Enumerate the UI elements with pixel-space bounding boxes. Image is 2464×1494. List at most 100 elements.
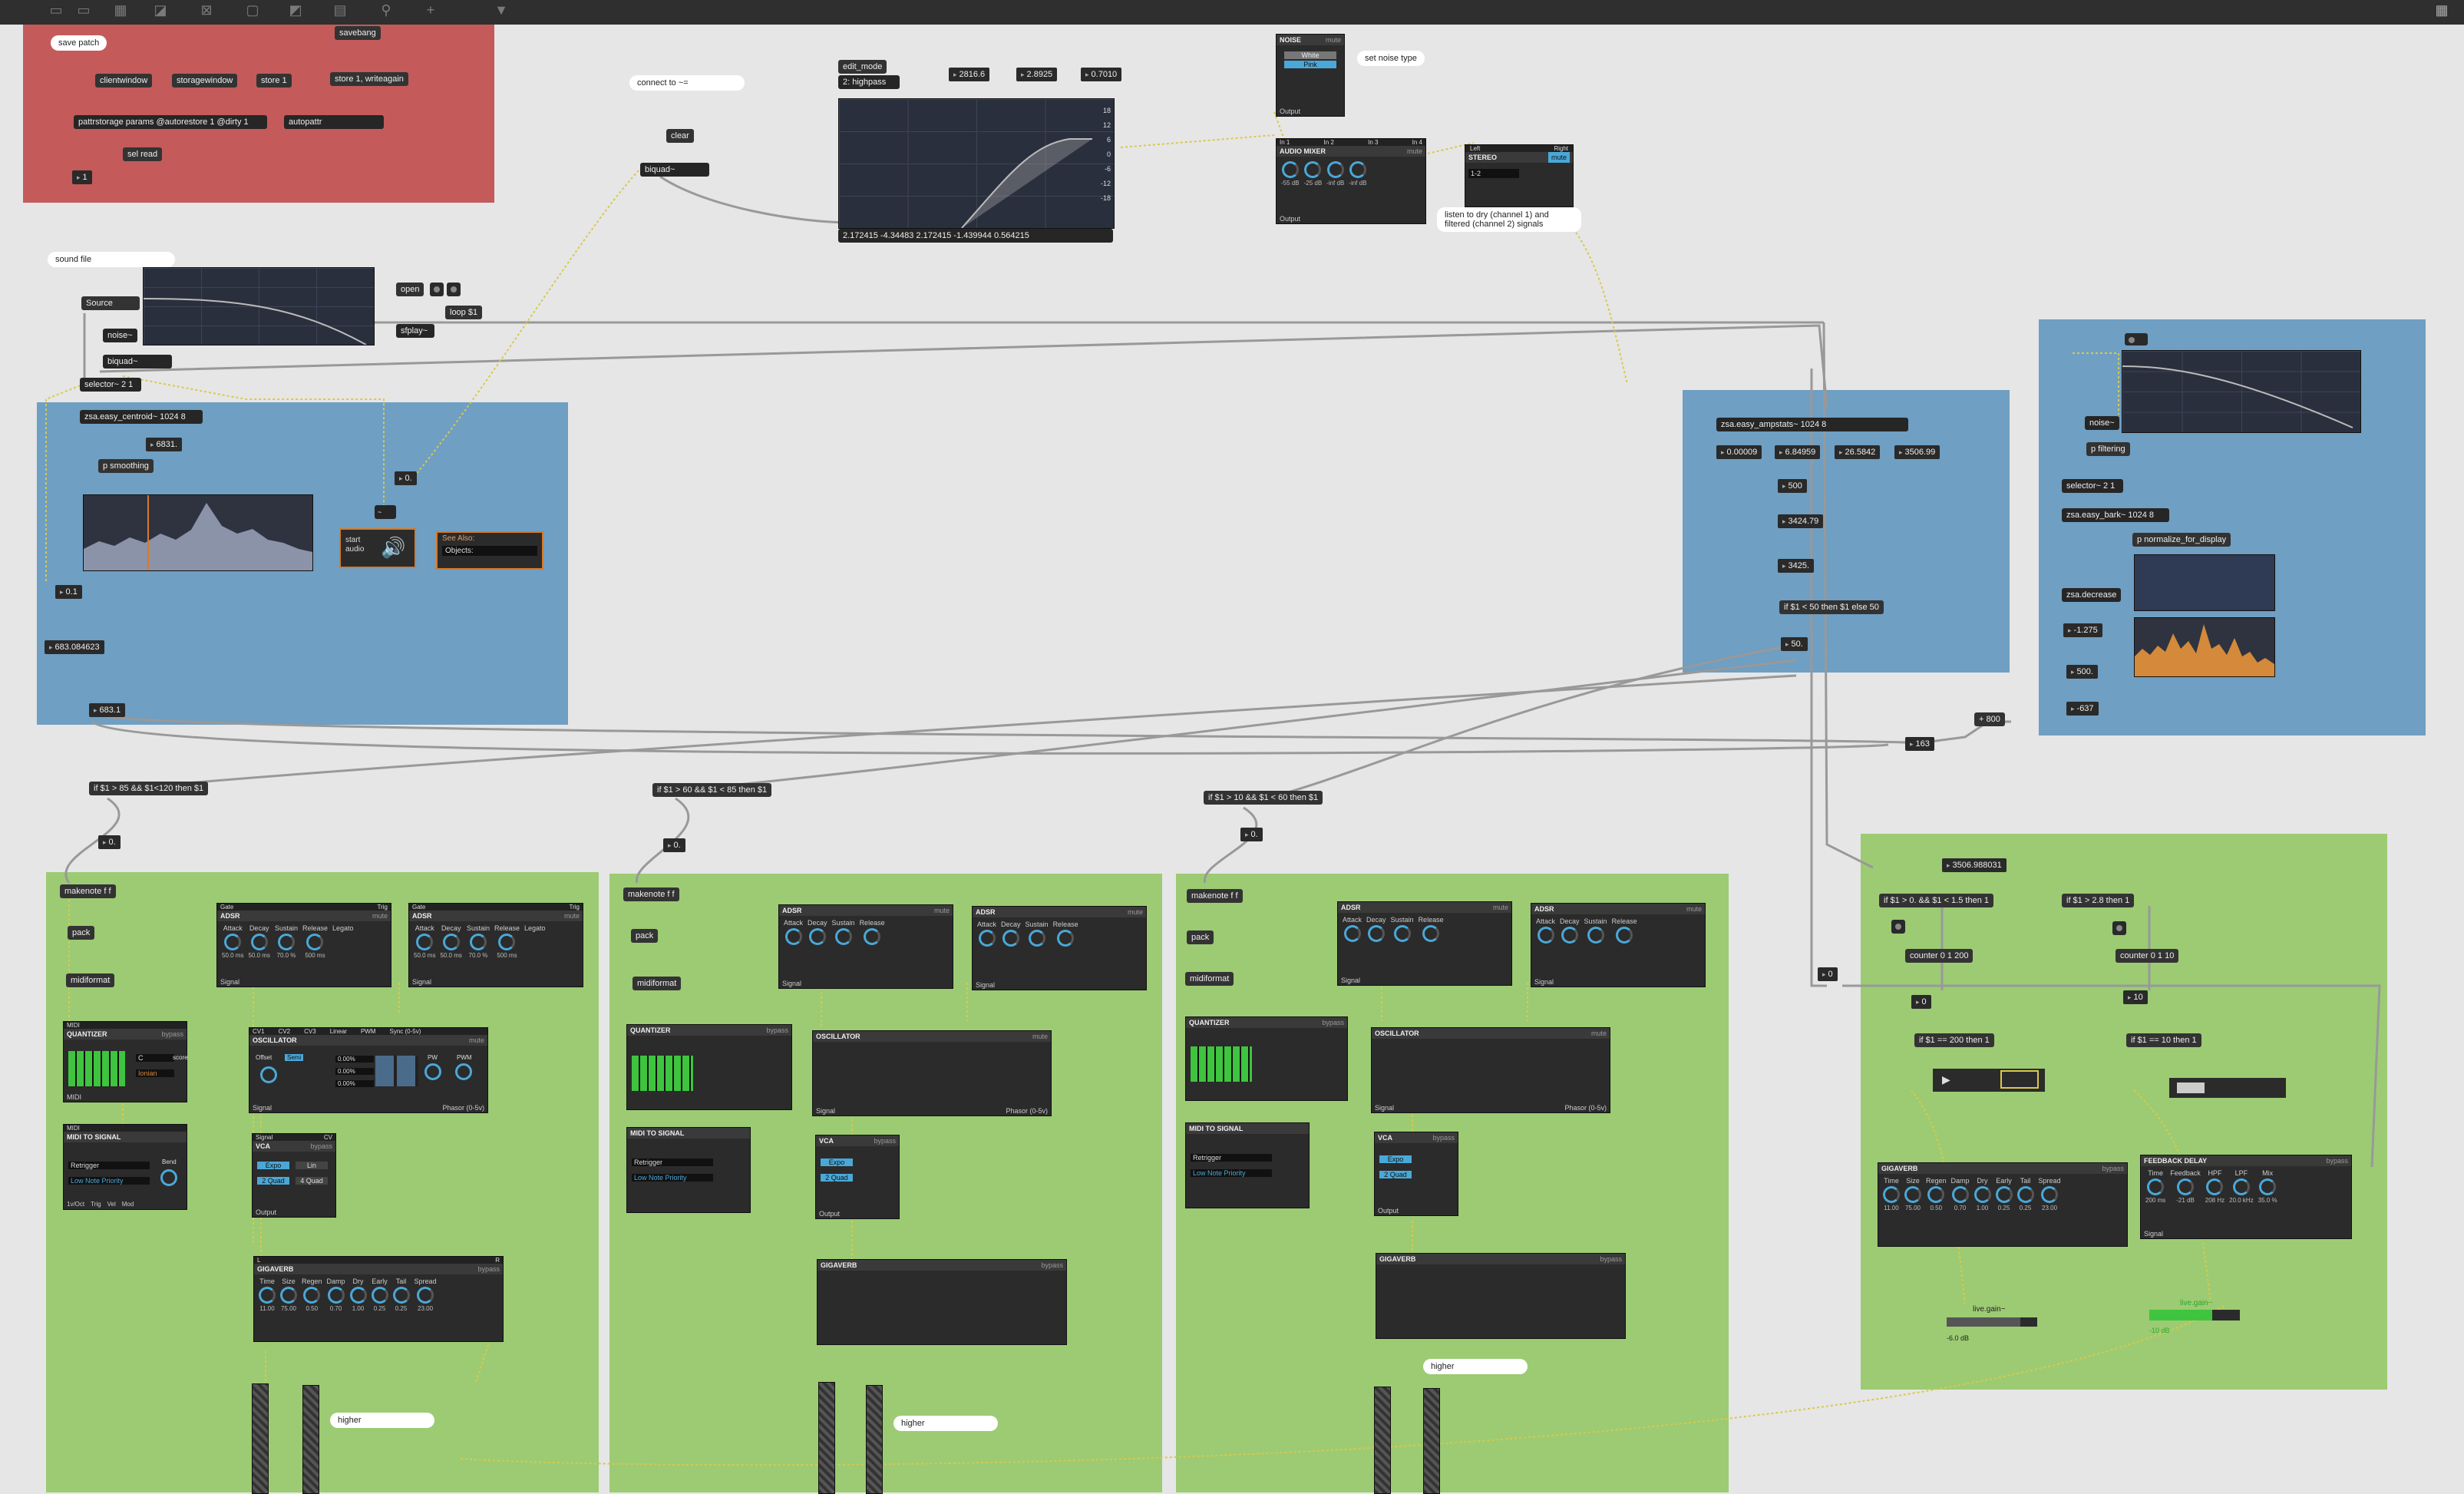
autopattr-object[interactable]: autopattr [284, 115, 384, 129]
ampstat-3424[interactable]: 3424.79 [1778, 514, 1824, 528]
attack-knob[interactable] [1343, 925, 1361, 942]
scale-keys[interactable] [632, 1056, 693, 1091]
if-range-2[interactable]: if $1 > 60 && $1 < 85 then $1 [652, 783, 772, 797]
bypass-button[interactable]: bypass [766, 1026, 788, 1034]
play-icon[interactable]: ▶ [1942, 1073, 1950, 1086]
release-knob[interactable] [864, 928, 881, 945]
counter-a[interactable]: counter 0 1 200 [1905, 949, 1974, 963]
normalize-subpatch[interactable]: p normalize_for_display [2132, 533, 2231, 547]
selector-object[interactable]: selector~ 2 1 [2062, 479, 2123, 493]
expo-button[interactable]: Expo [257, 1162, 289, 1169]
decay-knob[interactable] [808, 928, 826, 945]
gain-knob[interactable] [1281, 161, 1299, 178]
decay-knob[interactable] [442, 934, 460, 950]
zero-number[interactable]: 0. [395, 471, 417, 485]
sustain-knob[interactable] [469, 934, 487, 950]
size-knob[interactable] [1904, 1186, 1921, 1203]
routed-number[interactable]: 163 [1905, 737, 1934, 751]
decay-knob[interactable] [1002, 930, 1019, 947]
bypass-button[interactable]: bypass [161, 1030, 183, 1038]
mute-button[interactable]: mute [1492, 904, 1508, 911]
makenote-object[interactable]: makenote f f [623, 887, 679, 901]
transport-control[interactable]: ▶ [1933, 1069, 2045, 1092]
makenote-object[interactable]: makenote f f [1187, 889, 1243, 903]
makenote-object[interactable]: makenote f f [60, 884, 116, 898]
release-knob[interactable] [1422, 925, 1440, 942]
level-meter-left[interactable] [252, 1383, 269, 1494]
release-knob[interactable] [306, 934, 324, 950]
source-menu[interactable]: Source [81, 296, 140, 310]
bark-object[interactable]: zsa.easy_bark~ 1024 8 [2062, 508, 2169, 522]
number-box[interactable]: 1 [72, 170, 92, 184]
pw-knob[interactable] [424, 1063, 441, 1080]
filtergraph[interactable]: 18 12 6 0 -6 -12 -18 [838, 98, 1115, 229]
bend-knob[interactable] [160, 1169, 177, 1186]
edit-icon[interactable]: ◩ [289, 2, 302, 18]
ampstat-value[interactable]: 6.84959 [1775, 445, 1821, 459]
lpf-knob[interactable] [2232, 1178, 2250, 1195]
filtering-subpatch[interactable]: p filtering [2086, 442, 2130, 456]
gain-knob[interactable] [1304, 161, 1322, 178]
mix-knob[interactable] [2259, 1178, 2277, 1195]
level-meter-left[interactable] [1374, 1387, 1391, 1494]
centroid-number[interactable]: 6831. [146, 438, 183, 451]
noise-object[interactable]: noise~ [103, 329, 137, 342]
bypass-button[interactable]: bypass [1600, 1255, 1622, 1263]
ampstats-object[interactable]: zsa.easy_ampstats~ 1024 8 [1716, 418, 1908, 431]
if-200[interactable]: if $1 == 200 then 1 [1914, 1033, 1994, 1047]
attack-knob[interactable] [224, 934, 242, 950]
live-gain-slider[interactable] [2149, 1310, 2240, 1320]
biquad-object[interactable]: biquad~ [103, 355, 172, 369]
add-icon[interactable]: + [426, 2, 435, 18]
tail-knob[interactable] [392, 1287, 410, 1304]
ampstat-value[interactable]: 0.00009 [1716, 445, 1762, 459]
bang-b[interactable] [2112, 921, 2126, 935]
4quad-button[interactable]: 4 Quad [296, 1177, 328, 1185]
sustain-knob[interactable] [1587, 927, 1604, 944]
bypass-button[interactable]: bypass [477, 1265, 500, 1273]
cv-amount[interactable]: 0.00% [335, 1068, 374, 1075]
attack-knob[interactable] [416, 934, 434, 950]
early-knob[interactable] [371, 1287, 388, 1304]
spread-knob[interactable] [417, 1287, 434, 1304]
bypass-button[interactable]: bypass [310, 1142, 332, 1150]
mute-button[interactable]: mute [563, 912, 580, 920]
offset-knob[interactable] [260, 1066, 277, 1083]
voice2-number[interactable]: 0. [663, 838, 685, 852]
live-gain-slider[interactable] [1947, 1317, 2037, 1327]
bark-filtergraph[interactable] [2122, 350, 2361, 433]
loop-region[interactable] [2000, 1070, 2039, 1089]
small-toggle[interactable] [2125, 333, 2148, 345]
mute-button[interactable]: mute [1590, 1030, 1607, 1037]
if-trigger-a[interactable]: if $1 > 0. && $1 < 1.5 then 1 [1879, 894, 1993, 907]
sel-read-object[interactable]: sel read [123, 147, 163, 161]
grid-icon[interactable]: ▦ [114, 2, 127, 18]
retrigger-select[interactable]: Retrigger [1191, 1154, 1272, 1162]
early-knob[interactable] [1995, 1186, 2013, 1203]
object-icon[interactable]: ▢ [246, 2, 259, 18]
mute-button[interactable]: mute [1325, 36, 1341, 44]
level-meter-left[interactable] [818, 1382, 835, 1494]
patcher-grid-icon[interactable]: ▦ [2435, 2, 2449, 18]
storagewindow-message[interactable]: storagewindow [172, 74, 238, 88]
midiformat-object[interactable]: midiformat [633, 977, 682, 990]
loop-message[interactable]: loop $1 [445, 306, 483, 319]
sustain-knob[interactable] [277, 934, 295, 950]
bang-a[interactable] [1891, 920, 1905, 934]
oscillator-device[interactable]: CV1 CV2 CV3 Linear PWM Sync (0-5v) OSCIL… [249, 1027, 488, 1113]
